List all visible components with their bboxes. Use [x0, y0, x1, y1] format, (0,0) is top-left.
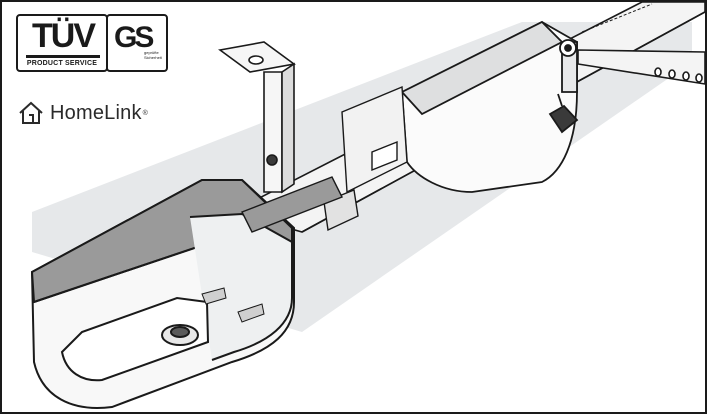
gs-subtitle: geprüfte Sicherheit: [144, 50, 162, 60]
certification-logos: TÜV PRODUCT SERVICE GS geprüfte Sicherhe…: [16, 14, 168, 72]
tuv-logo: TÜV PRODUCT SERVICE: [16, 14, 108, 72]
carriage-housing: [400, 20, 579, 193]
homelink-trademark: ®: [142, 109, 148, 117]
chain: [581, 3, 653, 33]
tuv-underline: [26, 55, 100, 58]
connection-band: [241, 176, 343, 233]
tuv-word: TÜV: [32, 17, 96, 55]
house-icon: [19, 101, 43, 124]
door-arm: [577, 49, 705, 85]
gs-word: GS: [114, 21, 154, 54]
tuv-subtitle: PRODUCT SERVICE: [26, 60, 98, 67]
motor-housing: [30, 179, 295, 409]
ceiling-bracket: [218, 41, 296, 194]
gs-logo: GS geprüfte Sicherheit: [106, 14, 168, 72]
homelink-badge: HomeLink ®: [18, 98, 148, 128]
homelink-brand: HomeLink: [50, 101, 142, 124]
